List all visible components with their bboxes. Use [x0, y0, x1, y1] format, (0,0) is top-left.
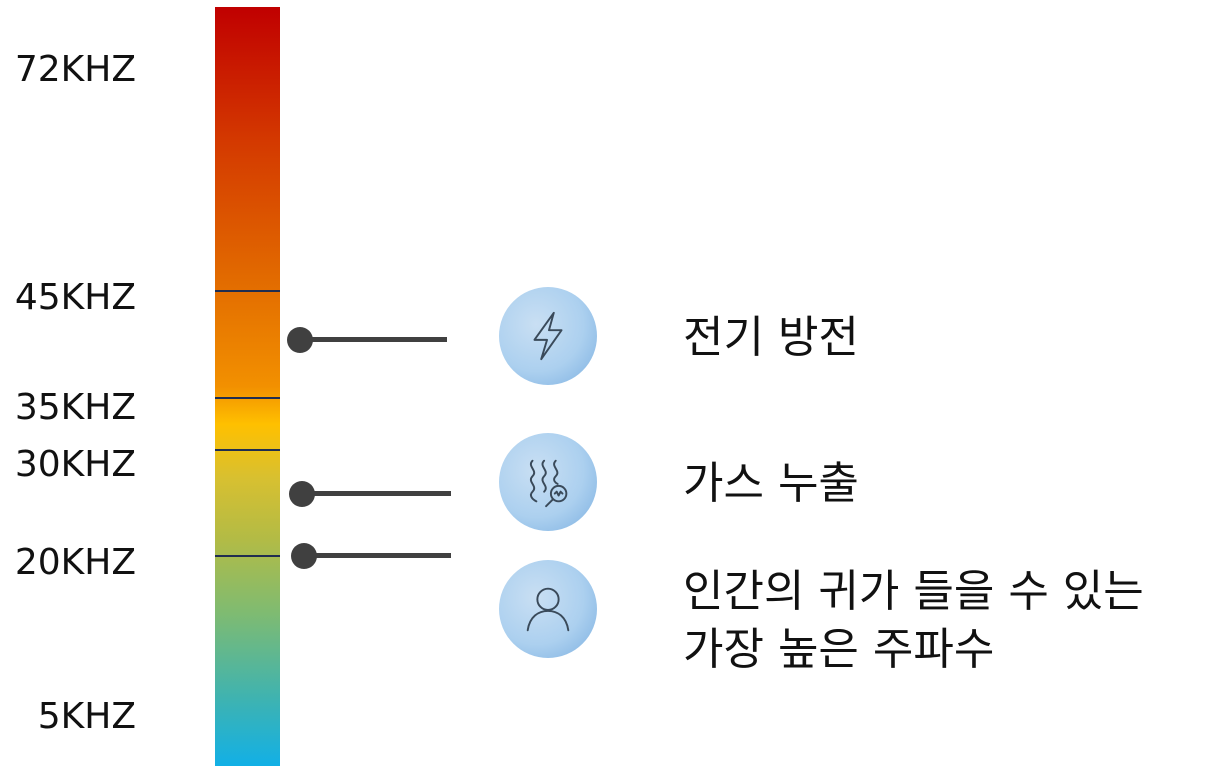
freq-label-72khz: 72KHZ [14, 49, 136, 90]
connector-line-human-hearing [304, 553, 451, 558]
lightning-icon [499, 287, 597, 385]
tick-30khz [215, 449, 280, 451]
tick-45khz [215, 290, 280, 292]
event-label-electric-discharge: 전기 방전 [683, 312, 859, 363]
event-label-human-hearing-line1: 인간의 귀가 들을 수 있는 [683, 566, 1144, 617]
gas-leak-icon [499, 433, 597, 531]
freq-label-20khz: 20KHZ [14, 542, 136, 583]
freq-label-5khz: 5KHZ [37, 696, 136, 737]
connector-line-gas-leak [302, 491, 451, 496]
frequency-scale-bar [215, 7, 280, 766]
connector-line-electric-discharge [300, 337, 447, 342]
tick-20khz [215, 555, 280, 557]
tick-35khz [215, 397, 280, 399]
event-label-gas-leak: 가스 누출 [683, 458, 859, 509]
freq-label-45khz: 45KHZ [14, 277, 136, 318]
event-label-human-hearing-line2: 가장 높은 주파수 [683, 624, 995, 675]
person-icon [499, 560, 597, 658]
freq-label-35khz: 35KHZ [14, 387, 136, 428]
freq-label-30khz: 30KHZ [14, 444, 136, 485]
